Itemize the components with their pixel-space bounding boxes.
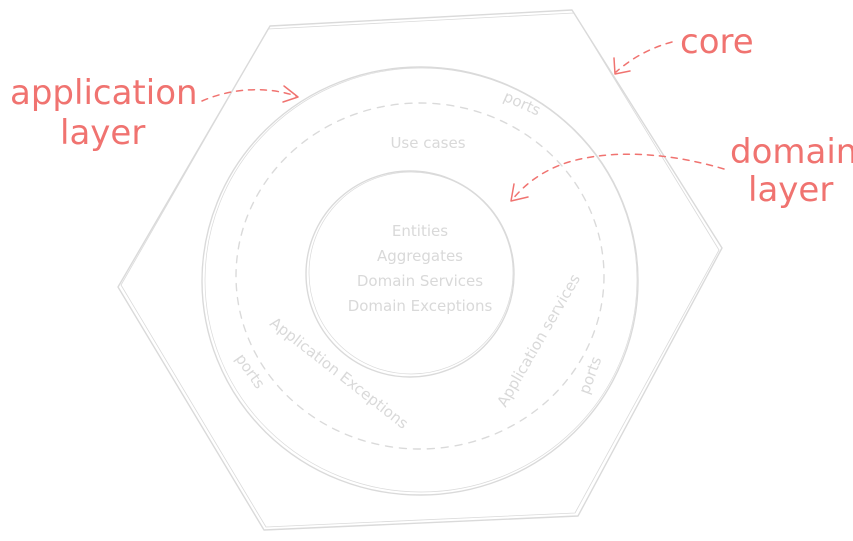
aggregates-label: Aggregates	[377, 247, 463, 265]
application-services-label: Application services	[493, 271, 584, 410]
domain-exceptions-label: Domain Exceptions	[348, 297, 493, 315]
domain-services-label: Domain Services	[357, 272, 483, 290]
ports-left-label: ports	[232, 350, 269, 392]
application-layer-circle	[201, 66, 639, 496]
application-annotation-line2: layer	[60, 113, 145, 153]
domain-annotation-line2: layer	[748, 170, 833, 210]
domain-layer-circle	[305, 170, 515, 378]
use-cases-label: Use cases	[390, 134, 465, 152]
core-hexagon	[117, 9, 723, 531]
entities-label: Entities	[392, 222, 448, 240]
ports-dashed-circle	[235, 102, 605, 450]
domain-arrow	[510, 153, 725, 202]
domain-annotation-line1: domain	[730, 132, 853, 172]
core-arrow	[613, 41, 673, 75]
application-arrow	[201, 85, 299, 103]
core-annotation: core	[680, 22, 754, 62]
application-annotation-line1: application	[10, 73, 198, 113]
ports-right-label: ports	[575, 354, 605, 397]
application-exceptions-label: Application Exceptions	[266, 314, 411, 433]
